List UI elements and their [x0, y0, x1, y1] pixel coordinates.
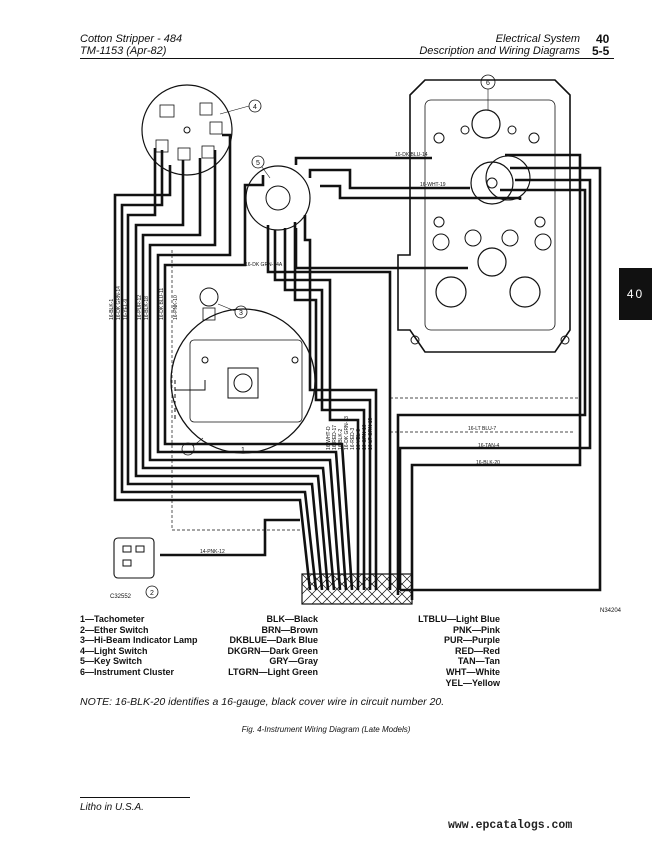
wire-label: 16-BLK-2	[338, 429, 344, 450]
legend-item: DKGRN—Dark Green	[227, 645, 318, 656]
watermark[interactable]: www.epcatalogs.com	[448, 819, 573, 832]
figure-caption: Fig. 4-Instrument Wiring Diagram (Late M…	[241, 725, 411, 734]
legend-item: BLK—Black	[266, 614, 318, 624]
legend-item: 6—Instrument Cluster	[80, 666, 175, 677]
legend-item: DKBLUE—Dark Blue	[229, 635, 318, 646]
wire-label: 14-PNK-12	[200, 549, 225, 555]
section-subtitle: Description and Wiring Diagrams	[419, 45, 580, 57]
legend-item: LTBLU—Light Blue	[418, 614, 500, 624]
callout-4: 4	[253, 104, 257, 111]
figure-code: N34204	[600, 608, 622, 614]
figure-code: C32552	[110, 594, 132, 600]
wire-label: 16-LT BLU-7	[468, 426, 496, 432]
wire-label: 16-DK BLU-11	[159, 288, 165, 320]
instrument-cluster	[397, 79, 571, 353]
wire-label: 16-PNK-10	[173, 295, 179, 320]
header-rule	[80, 58, 614, 59]
note-text: NOTE: 16-BLK-20 identifies a 16-gauge, b…	[80, 696, 445, 708]
wire-label: 16-BLK-20	[476, 460, 500, 466]
legend-item: PUR—Purple	[443, 635, 500, 646]
wire-label: 16-WHT-D	[326, 426, 332, 450]
wire-label: 16-RED-17	[332, 425, 338, 450]
wire-label: 16-DK GRN-14	[116, 286, 122, 320]
legend-item: LTGRN—Light Green	[228, 666, 318, 677]
footer-rule	[80, 797, 190, 798]
callout-1: 1	[241, 447, 245, 454]
legend-item: 2—Ether Switch	[80, 624, 149, 635]
legend-item: 5—Key Switch	[80, 656, 143, 667]
wire-label: 16-WHT-19	[420, 182, 446, 188]
legend-item: 3—Hi-Beam Indicator Lamp	[80, 635, 198, 646]
legend-item: YEL—Yellow	[445, 677, 500, 688]
wire-label: 16-TAN-4	[478, 443, 500, 449]
page-number: 5-5	[592, 44, 610, 58]
callout-6: 6	[486, 80, 490, 87]
callout-2: 2	[150, 590, 154, 597]
doc-title: Cotton Stripper - 484	[80, 33, 183, 45]
wire-label: 16-LT GRN-15	[368, 417, 374, 450]
doc-subtitle: TM-1153 (Apr-82)	[80, 45, 167, 57]
legend-item: 1—Tachometer	[80, 614, 145, 624]
footer-text: Litho in U.S.A.	[80, 802, 144, 813]
wire-label: 16-DK GRN-13	[344, 416, 350, 450]
callout-5: 5	[256, 160, 260, 167]
section-title: Electrical System	[495, 33, 580, 45]
legend-item: BRN—Brown	[261, 624, 319, 635]
color-legend-middle: BLK—Black BRN—Brown DKBLUE—Dark Blue DKG…	[200, 614, 318, 678]
color-legend-right: LTBLU—Light Blue PNK—Pink PUR—Purple RED…	[400, 614, 500, 688]
wire-label: 16-DK BLU-14	[395, 152, 428, 158]
legend-item: PNK—Pink	[452, 624, 500, 635]
legend-item: RED—Red	[454, 645, 500, 656]
wire-label: 16-DK GRN-14A	[245, 262, 283, 268]
legend-item: GRY—Gray	[269, 656, 318, 667]
legend-item: 4—Light Switch	[80, 645, 148, 656]
wire-label: 16-YEL-8	[356, 429, 362, 450]
wire-label: 16-PUR-12	[137, 295, 143, 320]
wire-label: 16-GRN-16	[362, 424, 368, 450]
component-legend: 1—Tachometer 2—Ether Switch 3—Hi-Beam In…	[80, 614, 198, 678]
legend-item: WHT—White	[446, 666, 500, 677]
page-group: 40	[596, 32, 610, 46]
wire-label: 16-BLK-18	[144, 296, 150, 320]
wire-label: 16-YEL-9	[123, 299, 129, 320]
wire-label: 16-BLK-1	[109, 299, 115, 320]
legend-item: TAN—Tan	[457, 656, 500, 667]
callout-3: 3	[239, 310, 243, 317]
wiring-diagram: 1 2 3 4 5 6 16-DK BLU-14 16-WHT-19 16-DK…	[109, 74, 622, 614]
wire-label: 16-RED-3	[350, 428, 356, 450]
section-tab: 40	[619, 268, 652, 320]
